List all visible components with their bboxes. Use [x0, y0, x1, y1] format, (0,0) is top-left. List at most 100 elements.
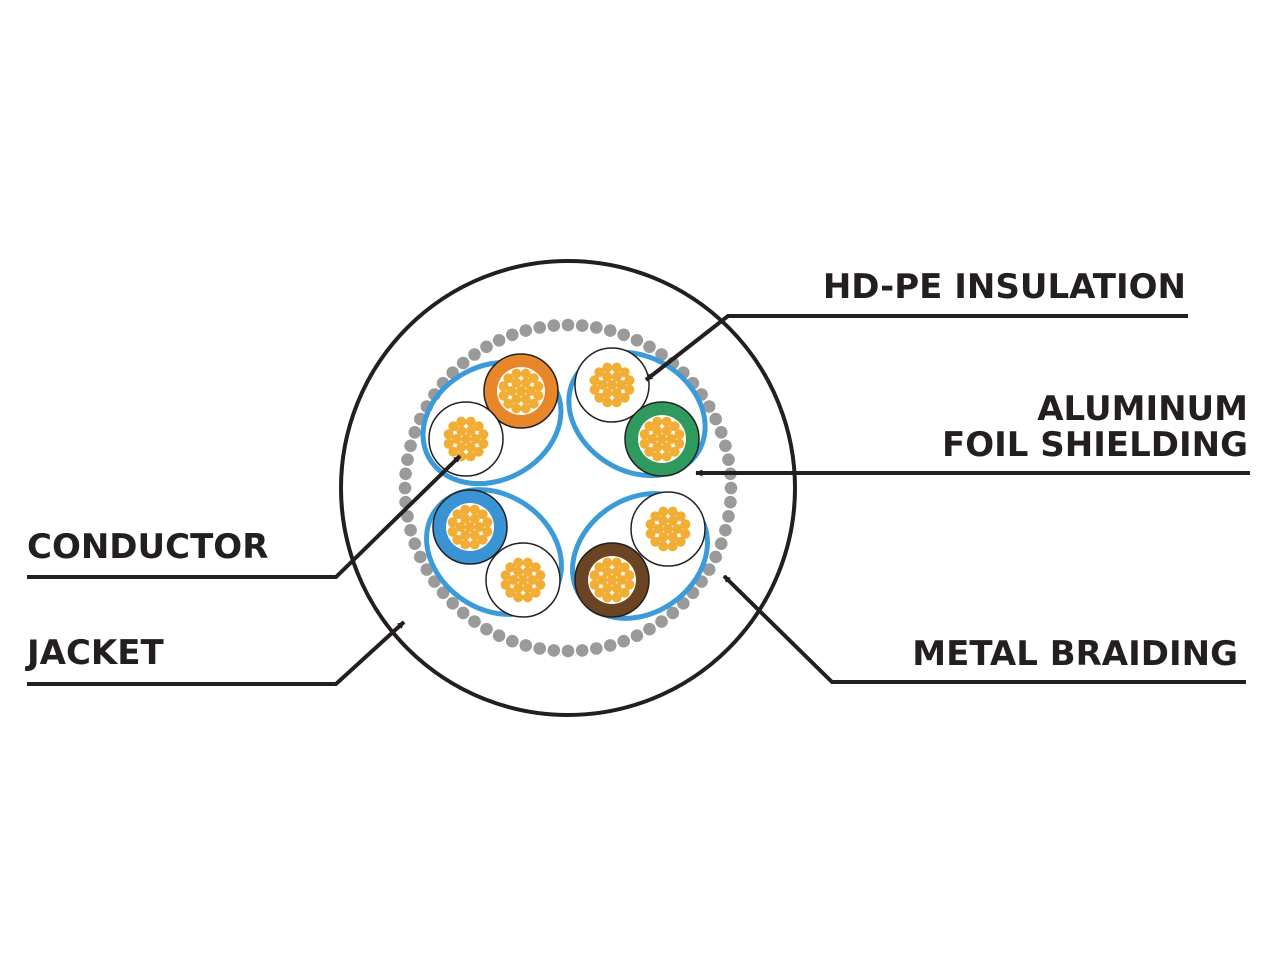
copper-strand: [602, 388, 613, 399]
braid-dot: [519, 324, 533, 337]
copper-strand: [661, 425, 672, 436]
braid-dot: [617, 634, 630, 648]
green-pair-solid-wire: [624, 401, 700, 477]
copper-strand: [667, 532, 678, 543]
copper-strand: [452, 534, 463, 545]
braid-dot: [724, 495, 737, 509]
copper-strand: [589, 384, 600, 395]
copper-strand: [535, 570, 546, 581]
braid-dot: [480, 622, 493, 636]
braid-dot: [719, 523, 732, 537]
braid-dot: [643, 340, 656, 354]
copper-strand: [498, 390, 509, 401]
metal-braiding-leader: [722, 574, 1246, 684]
copper-strand: [456, 416, 467, 427]
braid-dot: [399, 467, 412, 481]
copper-strand: [460, 504, 471, 515]
copper-strand: [469, 530, 480, 541]
braid-dot: [398, 481, 412, 495]
copper-strand: [597, 575, 608, 585]
braid-dot: [436, 586, 450, 600]
copper-strand: [611, 566, 622, 577]
copper-strand: [624, 375, 635, 386]
copper-strand: [478, 429, 489, 440]
copper-strand: [658, 532, 669, 543]
copper-strand: [652, 416, 663, 427]
copper-strand: [525, 386, 536, 396]
copper-strand: [644, 446, 655, 457]
copper-strand: [520, 368, 531, 379]
braid-dot: [401, 510, 414, 523]
braid-dot: [492, 629, 506, 642]
orange-pair-solid-wire: [483, 353, 559, 429]
copper-strand: [474, 522, 485, 532]
conductors: [428, 347, 706, 618]
leader-lines: [27, 314, 1250, 686]
copper-strand: [506, 386, 517, 396]
braid-dot: [446, 597, 460, 610]
green-pair-white-wire: [574, 347, 650, 423]
copper-strand: [680, 528, 691, 539]
copper-strand: [619, 367, 630, 378]
copper-strand: [675, 536, 686, 547]
copper-strand: [661, 442, 672, 453]
copper-strand: [680, 519, 691, 530]
copper-strand: [602, 566, 613, 577]
copper-strand: [658, 515, 669, 526]
copper-strand: [611, 583, 622, 594]
copper-strand: [589, 579, 600, 590]
braid-dot: [547, 319, 561, 332]
braid-dot: [617, 328, 630, 342]
copper-strand: [465, 416, 476, 427]
braid-dot: [643, 622, 656, 636]
blue-pair-solid-wire: [432, 489, 508, 565]
conductor-label: CONDUCTOR: [27, 527, 268, 567]
braid-dot: [719, 439, 732, 453]
copper-strand: [522, 592, 533, 603]
copper-strand: [663, 524, 673, 534]
copper-strand: [594, 587, 605, 598]
copper-strand: [448, 421, 459, 432]
conductor-leader: [27, 454, 462, 579]
hdpe-insulation-leader: [644, 314, 1188, 382]
copper-strand: [611, 557, 622, 568]
copper-strand: [470, 434, 481, 444]
braid-dot: [722, 510, 735, 523]
copper-strand: [661, 416, 672, 427]
copper-strand: [602, 397, 613, 408]
copper-strand: [611, 362, 622, 373]
copper-strand: [616, 575, 627, 585]
braid-dot: [702, 563, 716, 576]
copper-strand: [511, 394, 522, 405]
copper-strand: [658, 506, 669, 517]
copper-strand: [500, 579, 511, 590]
copper-strand: [594, 367, 605, 378]
copper-strand: [639, 429, 650, 440]
copper-strand: [619, 392, 630, 403]
copper-strand: [611, 371, 622, 382]
braid-dot: [709, 550, 722, 564]
blue-pair-white-wire: [485, 542, 561, 618]
jacket-leader: [27, 620, 406, 686]
copper-strand: [477, 534, 488, 545]
copper-strand: [658, 541, 669, 552]
copper-strand: [657, 434, 667, 444]
copper-strand: [461, 434, 471, 444]
copper-strand: [465, 451, 476, 462]
copper-strand: [452, 509, 463, 520]
braid-dot: [456, 356, 470, 370]
braid-dot: [722, 453, 735, 467]
copper-strand: [667, 506, 678, 517]
copper-strand: [666, 434, 677, 444]
copper-strand: [594, 562, 605, 573]
copper-strand: [505, 562, 516, 573]
copper-strand: [616, 380, 627, 390]
copper-strand: [589, 375, 600, 386]
copper-strand: [594, 392, 605, 403]
copper-strand: [443, 438, 454, 449]
braid-dot: [575, 319, 589, 332]
brown-pair-white-wire: [630, 491, 706, 567]
copper-strand: [644, 421, 655, 432]
braid-dot: [408, 426, 422, 439]
